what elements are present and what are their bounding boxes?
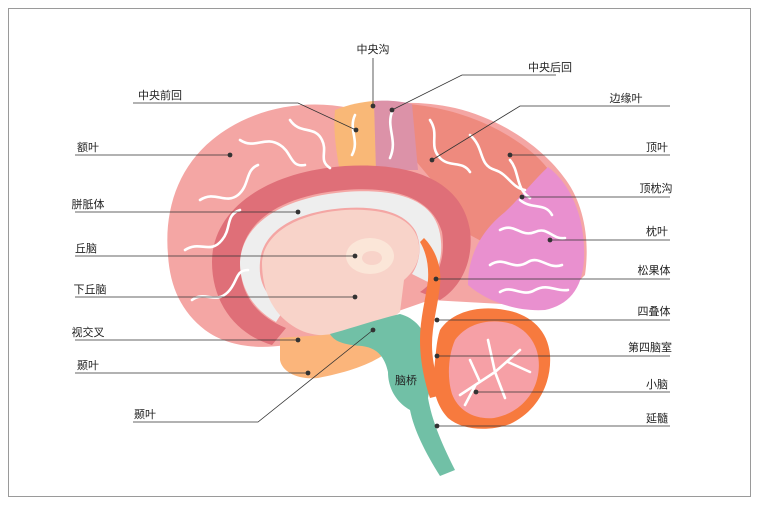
label-cerebellum: 小脑 bbox=[646, 378, 668, 391]
label-fourth-ventricle: 第四脑室 bbox=[628, 340, 672, 354]
cortex-folds bbox=[183, 110, 570, 302]
occipital-lobe bbox=[468, 167, 585, 311]
label-precentral-gyrus: 中央前回 bbox=[138, 88, 182, 102]
labels: 中央沟 中央后回 中央前回 边缘叶 额叶 顶叶 顶枕沟 胼胝体 枕叶 丘脑 松果… bbox=[72, 43, 673, 425]
label-corpus-callosum: 胼胝体 bbox=[72, 197, 105, 211]
label-corpora-quadrigemina: 四叠体 bbox=[638, 304, 671, 318]
label-parieto-occipital-sulcus: 顶枕沟 bbox=[640, 181, 673, 195]
label-frontal-lobe: 额叶 bbox=[77, 141, 99, 154]
label-occipital-lobe: 枕叶 bbox=[646, 224, 668, 238]
leader-lines bbox=[75, 58, 670, 429]
label-optic-chiasm: 视交叉 bbox=[72, 325, 105, 339]
label-hypothalamus: 下丘脑 bbox=[74, 283, 107, 296]
label-pons: 脑桥 bbox=[395, 374, 417, 387]
label-parietal-lobe: 顶叶 bbox=[646, 141, 668, 154]
label-postcentral-gyrus: 中央后回 bbox=[528, 61, 572, 74]
label-temporal-lobe-2: 颞叶 bbox=[134, 408, 156, 421]
label-temporal-lobe-1: 颞叶 bbox=[77, 359, 99, 372]
thalamus-inner bbox=[362, 251, 382, 265]
label-pineal-body: 松果体 bbox=[638, 263, 671, 277]
postcentral-gyrus-region bbox=[374, 100, 418, 170]
label-thalamus: 丘脑 bbox=[75, 242, 97, 255]
corpus-callosum-region bbox=[240, 191, 442, 322]
label-limbic-lobe: 边缘叶 bbox=[610, 92, 643, 105]
label-central-sulcus: 中央沟 bbox=[357, 43, 390, 56]
label-medulla: 延髓 bbox=[646, 412, 668, 425]
